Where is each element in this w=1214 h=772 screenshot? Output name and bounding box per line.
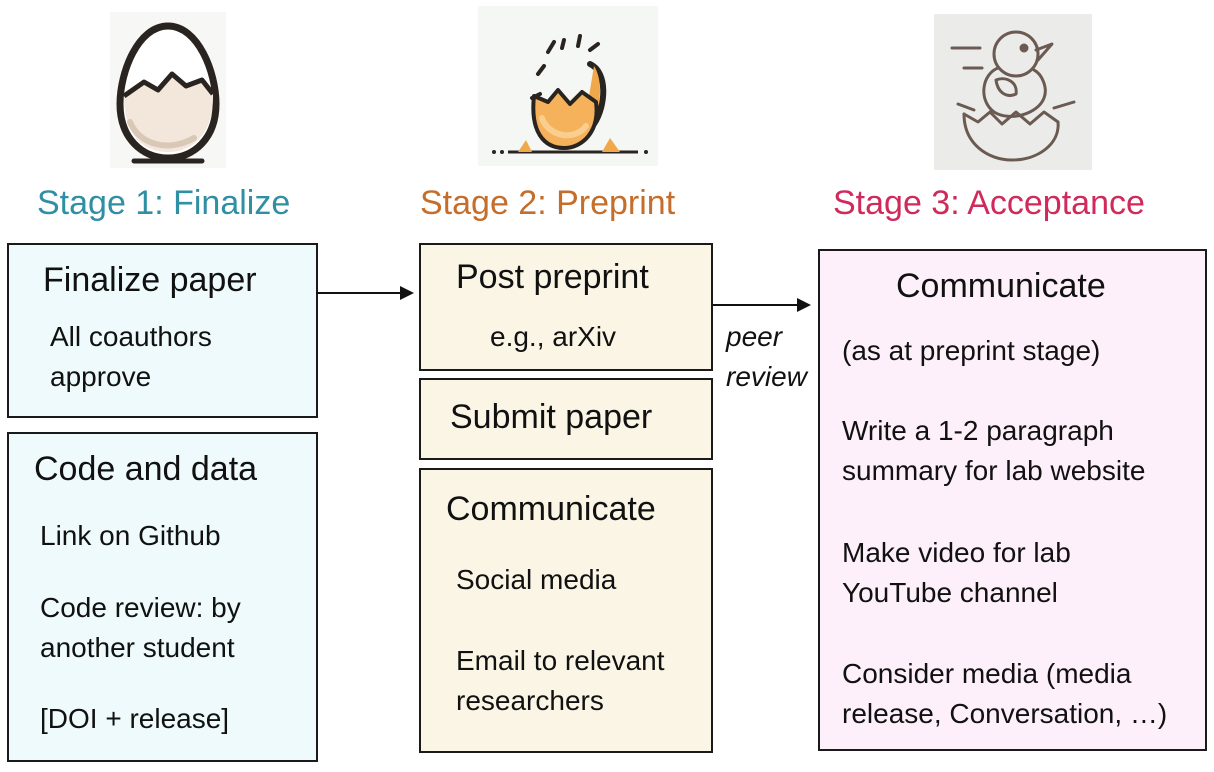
peer-review-label: review [726,361,807,392]
code-item: another student [40,632,235,663]
post-preprint-box: Post preprint e.g., arXiv [419,243,713,371]
peer-review-label: peer [726,321,783,352]
chick-icon [934,14,1092,170]
hatching-egg-icon [478,6,658,166]
finalize-paper-line: All coauthors [50,321,212,352]
code-and-data-box: Code and data Link on Github Code review… [7,432,318,762]
stage-3-title: Stage 3: Acceptance [833,184,1145,222]
submit-paper-box: Submit paper [419,378,713,460]
finalize-paper-box: Finalize paper All coauthors approve [7,243,318,418]
finalize-paper-line: approve [50,361,152,392]
submit-paper-title: Submit paper [450,398,653,436]
code-item: Link on Github [40,520,221,551]
stage-3-communicate-item: release, Conversation, …) [842,698,1168,729]
stage-2-communicate-item: Social media [456,564,617,595]
stage-3-communicate-item: Write a 1-2 paragraph [842,415,1114,446]
code-and-data-title: Code and data [34,450,258,488]
stage-2-title: Stage 2: Preprint [420,184,676,222]
post-preprint-title: Post preprint [456,258,649,296]
code-item: Code review: by [40,592,241,623]
stage-2-communicate-item: researchers [456,685,604,716]
stage-2-communicate-title: Communicate [446,490,656,528]
egg-icon [110,12,226,168]
post-preprint-line: e.g., arXiv [490,321,617,352]
stage-3-communicate-item: Consider media (media [842,658,1132,689]
stage-1-title: Stage 1: Finalize [37,184,291,222]
arrow-finalize-to-preprint [316,286,414,300]
stage-3-communicate-item: Make video for lab [842,537,1071,568]
stage-3-communicate-box: Communicate (as at preprint stage) Write… [818,249,1207,751]
finalize-paper-title: Finalize paper [43,261,257,299]
stage-3-communicate-title: Communicate [896,267,1106,305]
stage-2-communicate-item: Email to relevant [456,645,665,676]
code-item: [DOI + release] [40,703,230,734]
stage-3-communicate-item: YouTube channel [842,577,1058,608]
stage-2-communicate-box: Communicate Social media Email to releva… [419,468,713,753]
stage-3-communicate-item: (as at preprint stage) [842,335,1101,366]
arrow-preprint-to-acceptance [713,298,811,312]
stage-3-communicate-item: summary for lab website [842,455,1146,486]
